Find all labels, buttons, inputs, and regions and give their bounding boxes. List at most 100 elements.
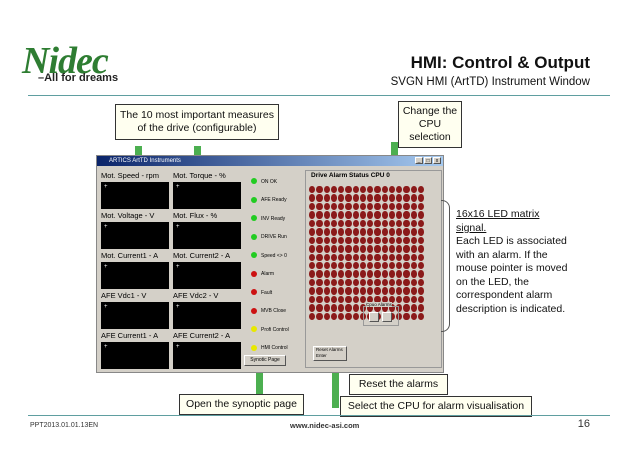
matrix-led[interactable]	[417, 202, 424, 211]
matrix-led[interactable]	[388, 194, 395, 202]
matrix-led[interactable]	[359, 304, 366, 312]
matrix-led[interactable]	[309, 261, 316, 270]
matrix-led[interactable]	[388, 202, 395, 211]
maximize-button[interactable]: □	[424, 157, 432, 164]
matrix-led[interactable]	[352, 186, 359, 194]
matrix-led[interactable]	[388, 186, 395, 194]
matrix-led[interactable]	[330, 202, 337, 211]
matrix-led[interactable]	[352, 287, 359, 295]
matrix-led[interactable]	[352, 211, 359, 219]
matrix-led[interactable]	[367, 295, 374, 304]
matrix-led[interactable]	[345, 261, 352, 270]
matrix-led[interactable]	[367, 194, 374, 202]
matrix-led[interactable]	[417, 295, 424, 304]
matrix-led[interactable]	[316, 236, 323, 245]
matrix-led[interactable]	[309, 219, 316, 228]
matrix-led[interactable]	[309, 312, 316, 320]
matrix-led[interactable]	[330, 312, 337, 320]
matrix-led[interactable]	[381, 194, 388, 202]
synoptic-page-button[interactable]: Synotic Page	[244, 355, 286, 366]
matrix-led[interactable]	[359, 287, 366, 295]
matrix-led[interactable]	[330, 261, 337, 270]
matrix-led[interactable]	[323, 219, 330, 228]
matrix-led[interactable]	[417, 245, 424, 253]
matrix-led[interactable]	[388, 219, 395, 228]
matrix-led[interactable]	[316, 186, 323, 194]
matrix-led[interactable]	[359, 245, 366, 253]
matrix-led[interactable]	[403, 186, 410, 194]
matrix-led[interactable]	[367, 287, 374, 295]
matrix-led[interactable]	[352, 194, 359, 202]
matrix-led[interactable]	[352, 304, 359, 312]
matrix-led[interactable]	[309, 253, 316, 261]
cpu-0-button[interactable]	[369, 312, 379, 322]
matrix-led[interactable]	[338, 219, 345, 228]
matrix-led[interactable]	[359, 194, 366, 202]
minimize-button[interactable]: _	[415, 157, 423, 164]
matrix-led[interactable]	[388, 270, 395, 278]
matrix-led[interactable]	[374, 245, 381, 253]
matrix-led[interactable]	[345, 278, 352, 287]
matrix-led[interactable]	[352, 270, 359, 278]
matrix-led[interactable]	[403, 219, 410, 228]
matrix-led[interactable]	[352, 219, 359, 228]
matrix-led[interactable]	[396, 287, 403, 295]
matrix-led[interactable]	[410, 295, 417, 304]
matrix-led[interactable]	[403, 261, 410, 270]
matrix-led[interactable]	[388, 304, 395, 312]
matrix-led[interactable]	[417, 270, 424, 278]
matrix-led[interactable]	[417, 194, 424, 202]
matrix-led[interactable]	[396, 270, 403, 278]
matrix-led[interactable]	[417, 186, 424, 194]
matrix-led[interactable]	[330, 278, 337, 287]
matrix-led[interactable]	[316, 202, 323, 211]
close-button[interactable]: x	[433, 157, 441, 164]
matrix-led[interactable]	[388, 253, 395, 261]
matrix-led[interactable]	[374, 261, 381, 270]
matrix-led[interactable]	[330, 194, 337, 202]
matrix-led[interactable]	[396, 219, 403, 228]
matrix-led[interactable]	[352, 278, 359, 287]
matrix-led[interactable]	[381, 202, 388, 211]
matrix-led[interactable]	[381, 245, 388, 253]
matrix-led[interactable]	[345, 219, 352, 228]
matrix-led[interactable]	[345, 295, 352, 304]
matrix-led[interactable]	[374, 211, 381, 219]
matrix-led[interactable]	[338, 287, 345, 295]
matrix-led[interactable]	[359, 270, 366, 278]
matrix-led[interactable]	[359, 261, 366, 270]
matrix-led[interactable]	[345, 287, 352, 295]
matrix-led[interactable]	[403, 211, 410, 219]
matrix-led[interactable]	[352, 245, 359, 253]
matrix-led[interactable]	[403, 304, 410, 312]
matrix-led[interactable]	[309, 278, 316, 287]
matrix-led[interactable]	[417, 261, 424, 270]
matrix-led[interactable]	[396, 236, 403, 245]
matrix-led[interactable]	[396, 295, 403, 304]
matrix-led[interactable]	[338, 202, 345, 211]
matrix-led[interactable]	[417, 278, 424, 287]
matrix-led[interactable]	[316, 312, 323, 320]
matrix-led[interactable]	[381, 253, 388, 261]
matrix-led[interactable]	[323, 304, 330, 312]
matrix-led[interactable]	[396, 304, 403, 312]
matrix-led[interactable]	[381, 261, 388, 270]
matrix-led[interactable]	[410, 245, 417, 253]
matrix-led[interactable]	[338, 211, 345, 219]
matrix-led[interactable]	[352, 228, 359, 236]
matrix-led[interactable]	[352, 253, 359, 261]
matrix-led[interactable]	[381, 186, 388, 194]
matrix-led[interactable]	[316, 194, 323, 202]
matrix-led[interactable]	[323, 202, 330, 211]
matrix-led[interactable]	[388, 211, 395, 219]
matrix-led[interactable]	[345, 228, 352, 236]
matrix-led[interactable]	[410, 194, 417, 202]
matrix-led[interactable]	[381, 228, 388, 236]
matrix-led[interactable]	[323, 236, 330, 245]
matrix-led[interactable]	[330, 295, 337, 304]
matrix-led[interactable]	[396, 245, 403, 253]
matrix-led[interactable]	[388, 236, 395, 245]
matrix-led[interactable]	[367, 270, 374, 278]
matrix-led[interactable]	[396, 278, 403, 287]
matrix-led[interactable]	[345, 202, 352, 211]
